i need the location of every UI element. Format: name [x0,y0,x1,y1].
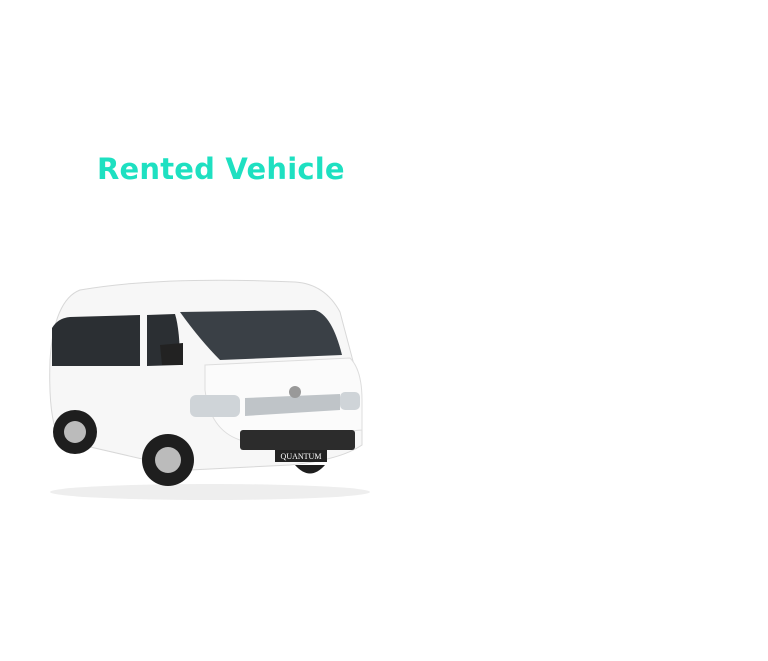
section-title: Rented Vehicle [97,152,345,186]
plate-text: QUANTUM [281,452,322,461]
van-image: QUANTUM [49,279,370,500]
